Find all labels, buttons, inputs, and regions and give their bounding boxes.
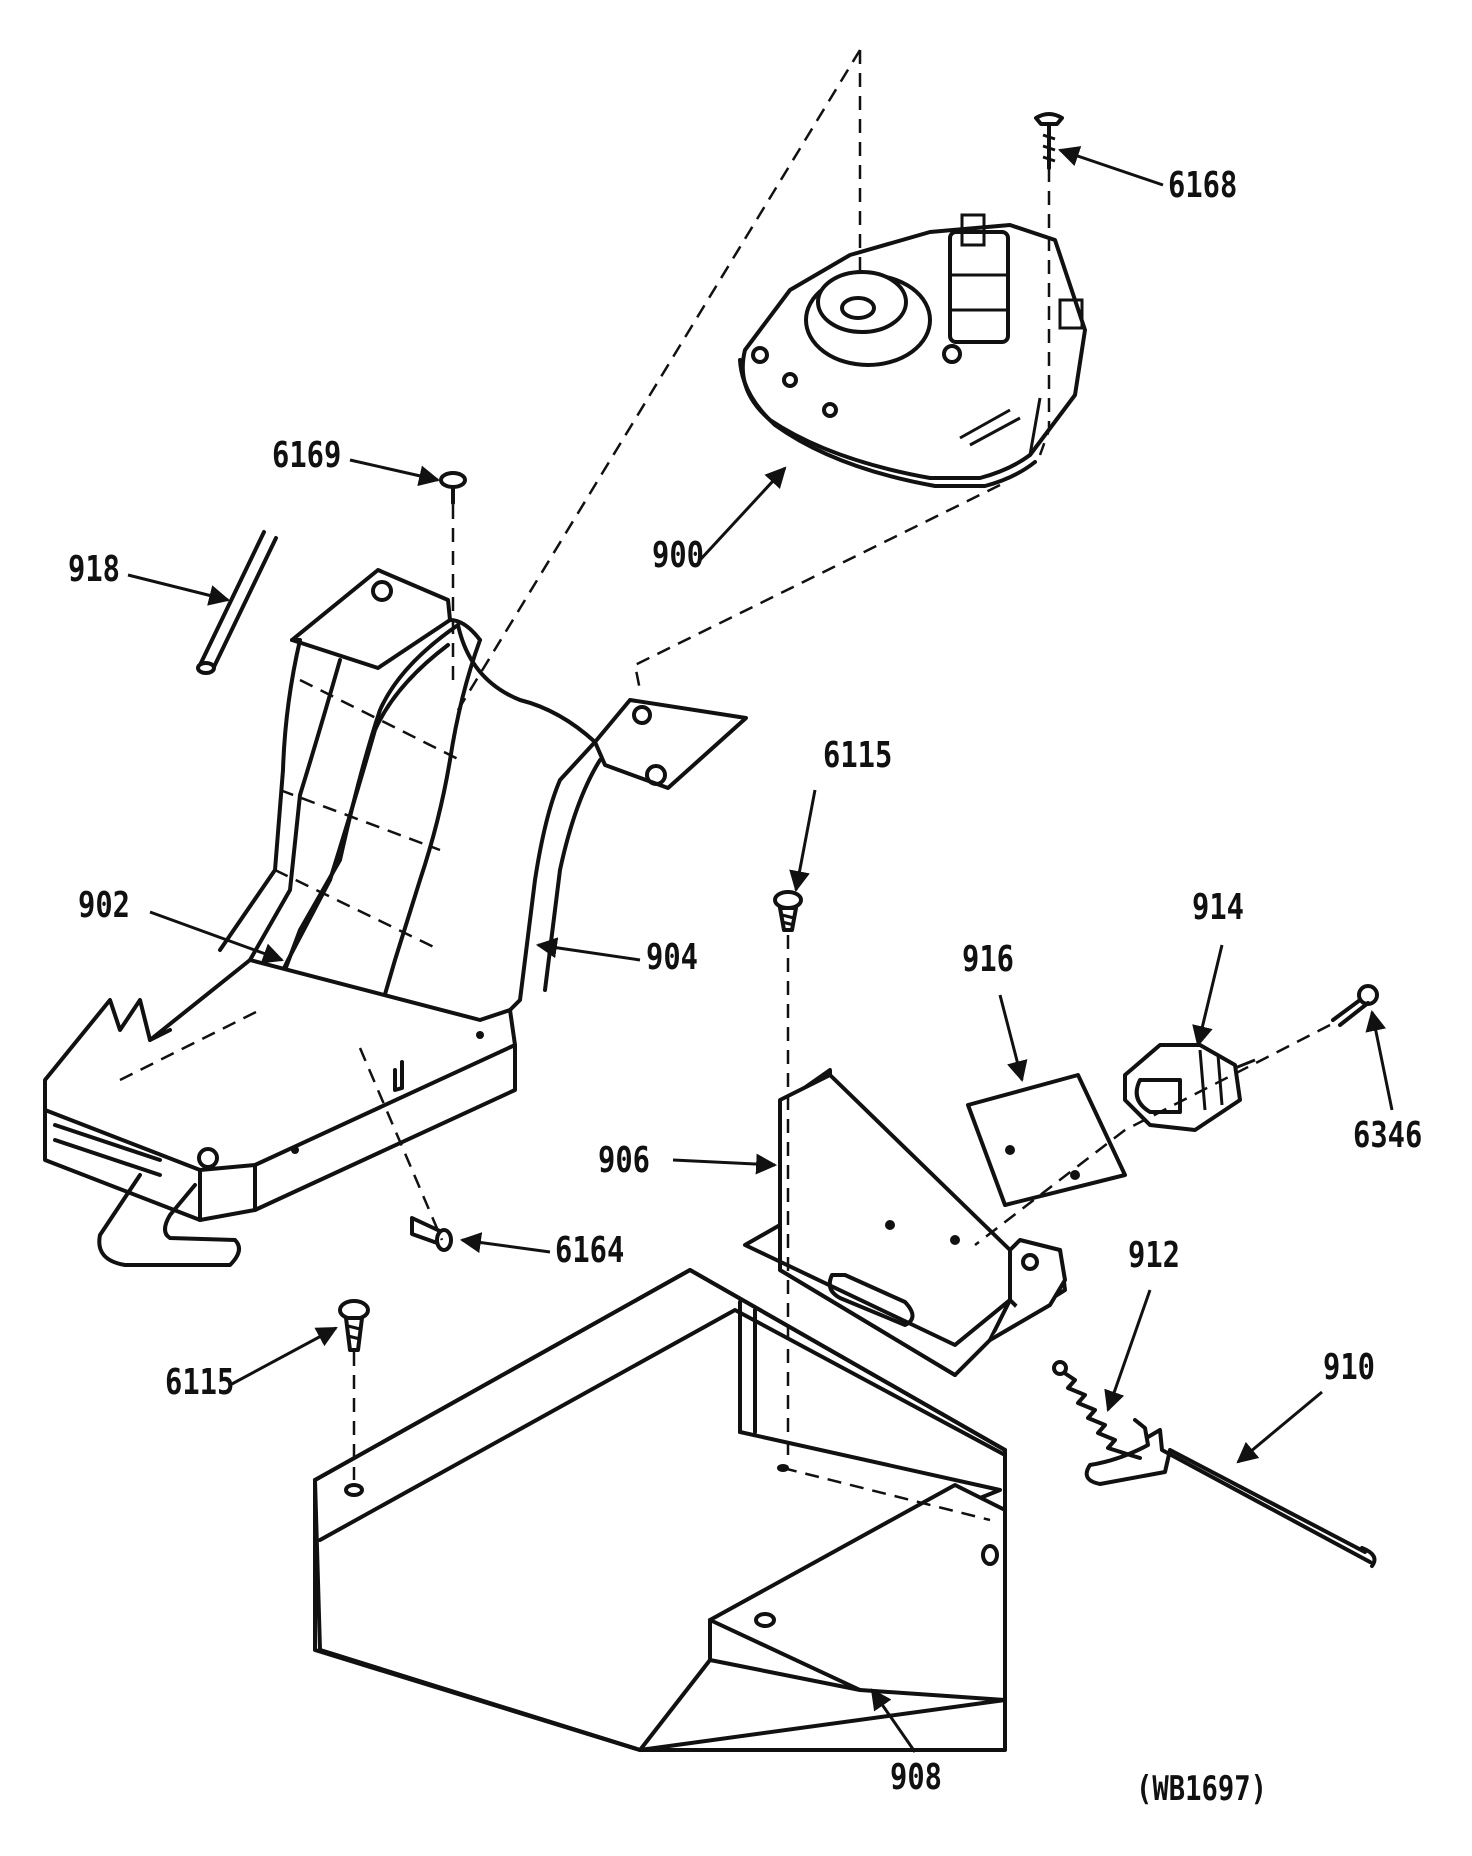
- base-tray-908: [313, 1268, 1007, 1752]
- label-6115-bottom: 6115: [165, 1362, 235, 1403]
- label-6346: 6346: [1353, 1115, 1423, 1156]
- timer-motor-900: [738, 213, 1087, 488]
- screw-6164: [410, 1216, 453, 1252]
- assembly-guide-lines: [352, 49, 1331, 1522]
- label-900: 900: [652, 535, 705, 576]
- actuator-rod-910: [1084, 1418, 1377, 1568]
- screw-6168: [1034, 112, 1064, 170]
- label-916: 916: [962, 939, 1015, 980]
- label-908: 908: [890, 1757, 943, 1798]
- label-910: 910: [1323, 1347, 1376, 1388]
- label-6115-top: 6115: [823, 735, 893, 776]
- screw-6115-bottom: [338, 1299, 370, 1352]
- insulator-plate-916: [966, 1073, 1127, 1207]
- rod-918: [196, 530, 278, 675]
- switch-914: [1123, 1043, 1256, 1132]
- spring-912: [1052, 1360, 1142, 1460]
- label-918: 918: [68, 549, 121, 590]
- label-914: 914: [1192, 887, 1245, 928]
- leader-arrows: [127, 146, 1394, 1753]
- label-912: 912: [1128, 1235, 1181, 1276]
- diagram-id: (WB1697): [1136, 1769, 1268, 1809]
- mount-bracket-906: [743, 1068, 1067, 1377]
- label-6169: 6169: [272, 435, 342, 476]
- screw-6346: [1331, 984, 1379, 1027]
- label-906: 906: [598, 1140, 651, 1181]
- label-6164: 6164: [555, 1230, 625, 1271]
- label-904: 904: [646, 937, 699, 978]
- screw-6115-top: [773, 890, 803, 932]
- label-902: 902: [78, 885, 131, 926]
- bracket-frame-902-904: [43, 568, 748, 1267]
- screw-6169: [439, 471, 467, 505]
- label-6168: 6168: [1168, 165, 1238, 206]
